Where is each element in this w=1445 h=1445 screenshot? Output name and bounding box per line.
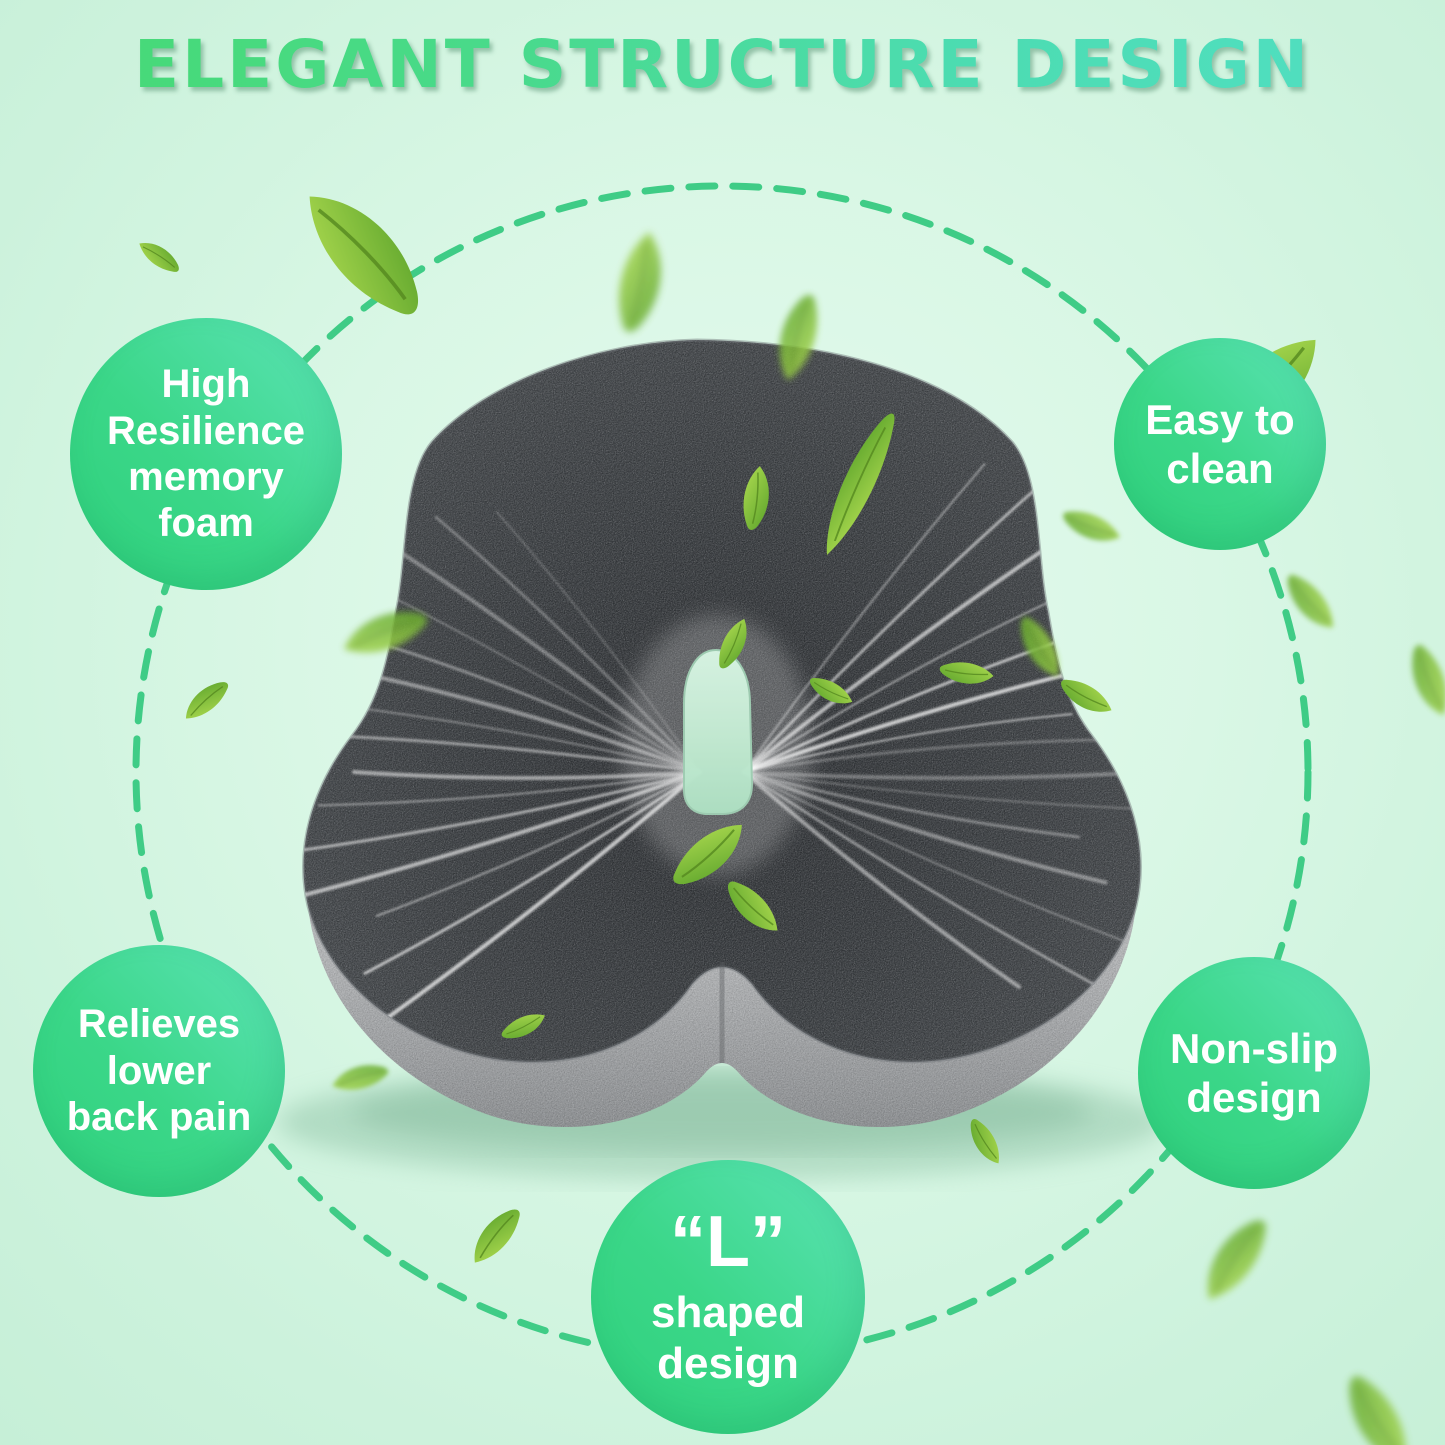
badge-line: lower bbox=[106, 1048, 212, 1093]
badge-text: “L” shaped design bbox=[650, 1201, 806, 1390]
leaf-icon bbox=[178, 674, 235, 727]
badge-easy-to-clean: Easy to clean bbox=[1114, 338, 1326, 550]
badge-line: Relieves bbox=[77, 1002, 241, 1047]
badge-line: shaped bbox=[650, 1288, 806, 1338]
badge-line: memory bbox=[128, 455, 284, 499]
badge-line: Non-slip bbox=[1170, 1024, 1338, 1072]
badge-line: High bbox=[161, 362, 251, 407]
badge-relieves-lower-back-pain: Relieves lower back pain bbox=[33, 945, 285, 1197]
badge-line: design bbox=[657, 1338, 799, 1388]
leaf-icon bbox=[1191, 1209, 1279, 1310]
badge-line: Easy to bbox=[1145, 395, 1295, 443]
leaf-icon bbox=[1058, 503, 1125, 550]
badge-text: High Resilience memory foam bbox=[107, 361, 305, 547]
leaf-icon bbox=[134, 234, 185, 279]
page-title: ELEGANT STRUCTURE DESIGN bbox=[0, 26, 1445, 103]
leaf-icon bbox=[1402, 639, 1445, 722]
leaf-icon bbox=[1334, 1366, 1422, 1445]
badge-text: Non-slip design bbox=[1170, 1024, 1338, 1122]
badge-high-resilience-memory-foam: High Resilience memory foam bbox=[70, 318, 342, 590]
badge-non-slip-design: Non-slip design bbox=[1138, 957, 1370, 1189]
cushion-center-cutout bbox=[683, 648, 754, 815]
airflow-lines bbox=[303, 463, 1141, 1038]
badge-line: “L” bbox=[670, 1201, 786, 1282]
badge-line: clean bbox=[1166, 445, 1274, 492]
leaf-icon bbox=[609, 227, 672, 338]
dashed-circle bbox=[132, 182, 1312, 1362]
badge-line: foam bbox=[158, 501, 254, 546]
badge-line: back pain bbox=[66, 1095, 252, 1140]
badge-text: Relieves lower back pain bbox=[67, 1001, 252, 1140]
badge-line: Resilience bbox=[107, 408, 305, 453]
leaf-icon bbox=[463, 1200, 529, 1271]
badge-l-shaped-design: “L” shaped design bbox=[591, 1160, 865, 1434]
badge-text: Easy to clean bbox=[1145, 395, 1294, 493]
badge-line: design bbox=[1186, 1074, 1322, 1121]
